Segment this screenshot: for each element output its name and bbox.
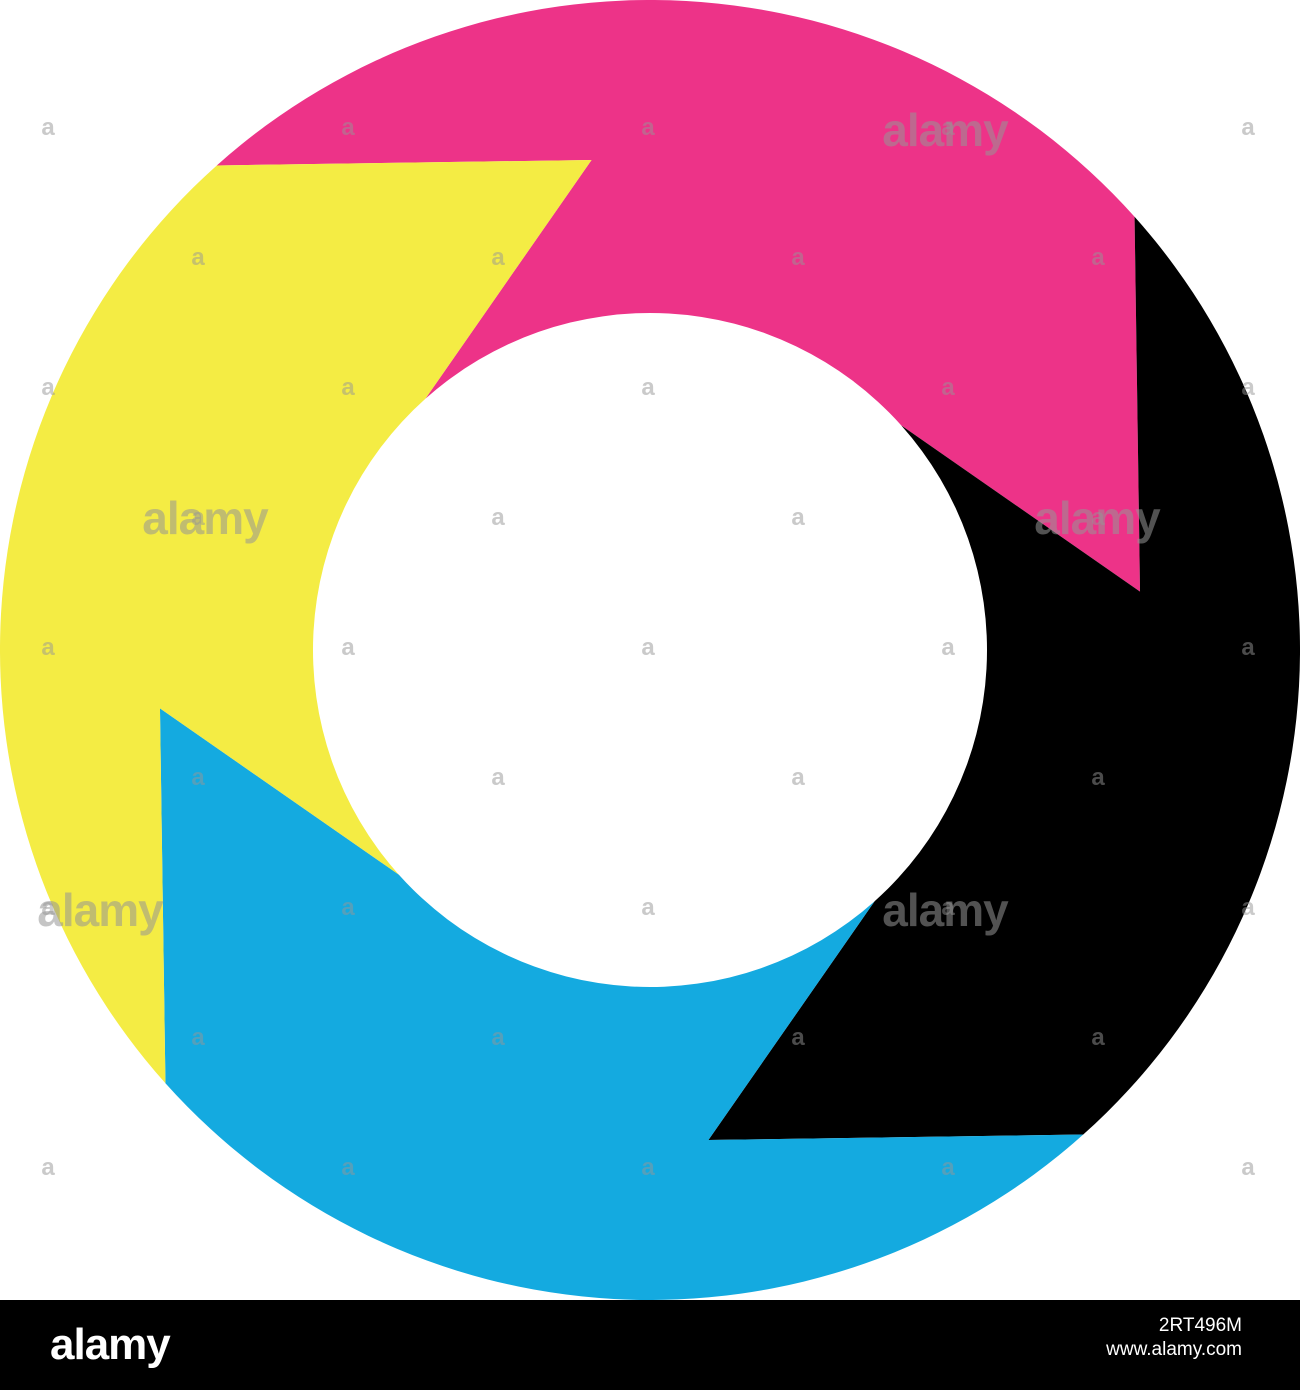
footer-bar: alamy 2RT496M www.alamy.com: [0, 1300, 1300, 1390]
arrow-segments: [0, 0, 1300, 1300]
black-arrow: [708, 216, 1300, 1141]
cycle-diagram-graphic: [0, 0, 1300, 1300]
image-info: 2RT496M www.alamy.com: [1106, 1314, 1242, 1362]
cyan-arrow: [159, 708, 1084, 1300]
image-id: 2RT496M: [1158, 1315, 1242, 1336]
alamy-logo: alamy: [50, 1320, 171, 1369]
magenta-arrow: [216, 0, 1141, 592]
site-url: www.alamy.com: [1106, 1339, 1242, 1360]
yellow-arrow: [0, 159, 592, 1084]
